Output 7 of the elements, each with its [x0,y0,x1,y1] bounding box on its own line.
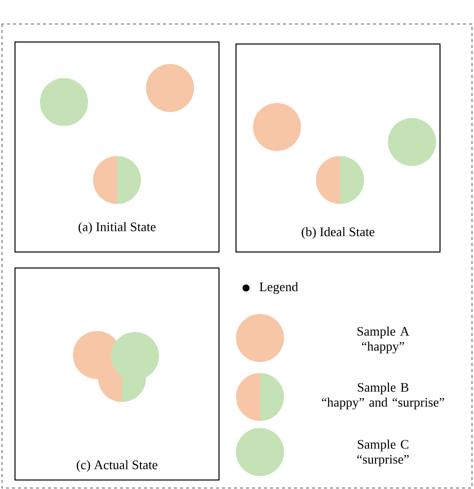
legend-text: Sample C “surprise” [357,440,409,466]
panel-box: (b) Ideal State [236,44,440,252]
panel-box: (a) Initial State [14,42,220,252]
legend-text: Sample B “happy” and “surprise” [322,382,444,410]
legend-heading: Legend [260,282,298,294]
legend-text: Sample A “happy” [358,326,410,354]
panel-box: (c) Actual State [14,268,220,480]
